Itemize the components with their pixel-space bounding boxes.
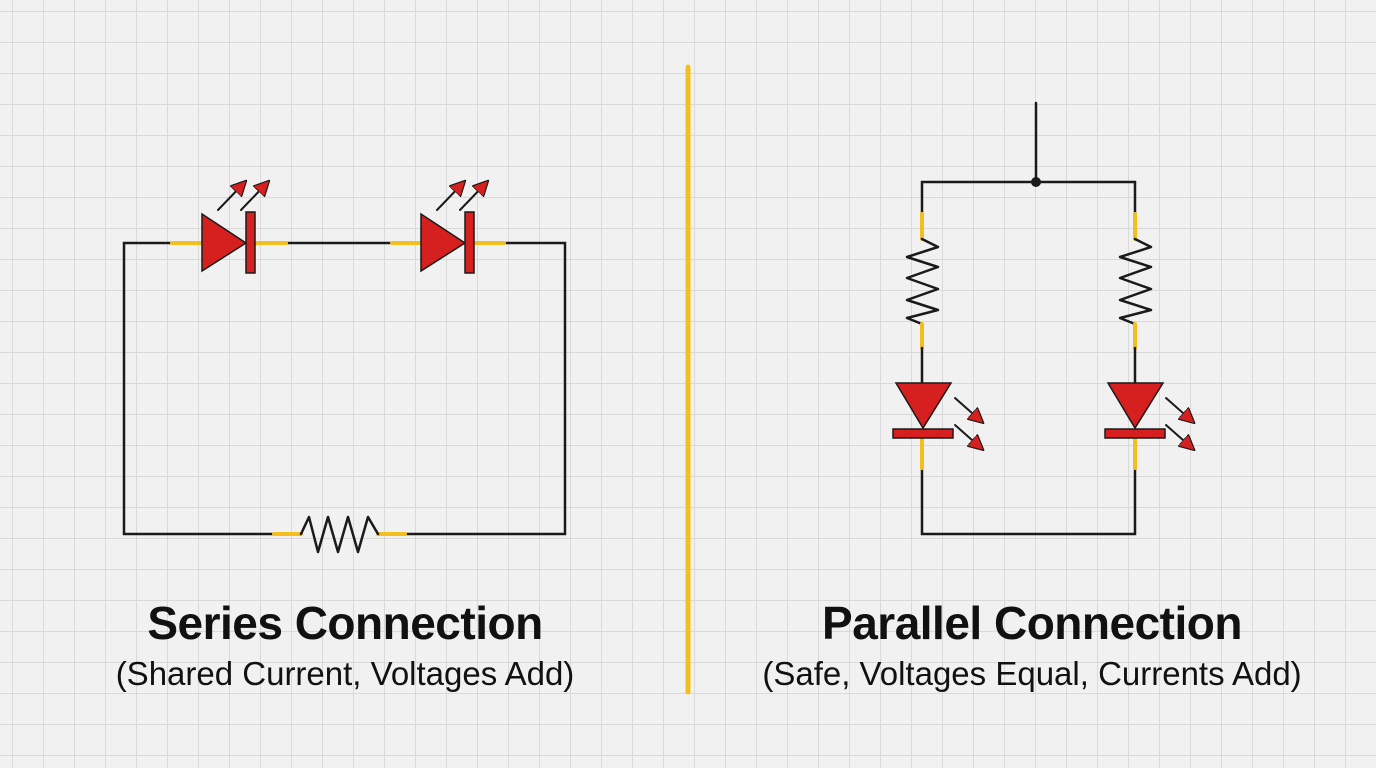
led-cathode-bar: [245, 211, 256, 274]
led-emission-arrow: [240, 183, 267, 211]
led-triangle: [1106, 382, 1165, 430]
parallel-circuit: [892, 101, 1192, 536]
led-triangle: [420, 212, 467, 273]
parallel-top-wire: [920, 180, 1137, 216]
led-cathode-bar: [464, 211, 475, 274]
series-wire: [122, 241, 276, 536]
led-triangle: [894, 382, 953, 430]
led-emission-arrow: [954, 424, 981, 448]
resistor-zigzag: [299, 515, 380, 554]
parallel-branch-right: [1104, 212, 1192, 470]
led-emission-arrow: [954, 397, 981, 421]
series-wire: [403, 241, 567, 536]
parallel-title: Parallel Connection: [822, 597, 1242, 649]
led-triangle: [201, 212, 248, 273]
series-title: Series Connection: [147, 597, 543, 649]
series-resistor: [272, 515, 407, 554]
parallel-bottom-wire: [920, 466, 1137, 536]
parallel-subtitle: (Safe, Voltages Equal, Currents Add): [762, 655, 1302, 692]
led-cathode-bar: [1104, 428, 1166, 439]
resistor-zigzag: [905, 237, 940, 326]
led-cathode-bar: [892, 428, 954, 439]
series-subtitle: (Shared Current, Voltages Add): [115, 655, 575, 692]
series-led-1: [170, 183, 288, 274]
series-circuit: [122, 183, 567, 554]
led-emission-arrow: [1165, 424, 1192, 448]
resistor-zigzag: [1118, 237, 1153, 326]
series-led-2: [390, 183, 506, 274]
led-emission-arrow: [436, 183, 463, 211]
parallel-branch-left: [892, 212, 981, 470]
led-emission-arrow: [459, 183, 486, 211]
led-emission-arrow: [217, 183, 244, 211]
led-emission-arrow: [1165, 397, 1192, 421]
